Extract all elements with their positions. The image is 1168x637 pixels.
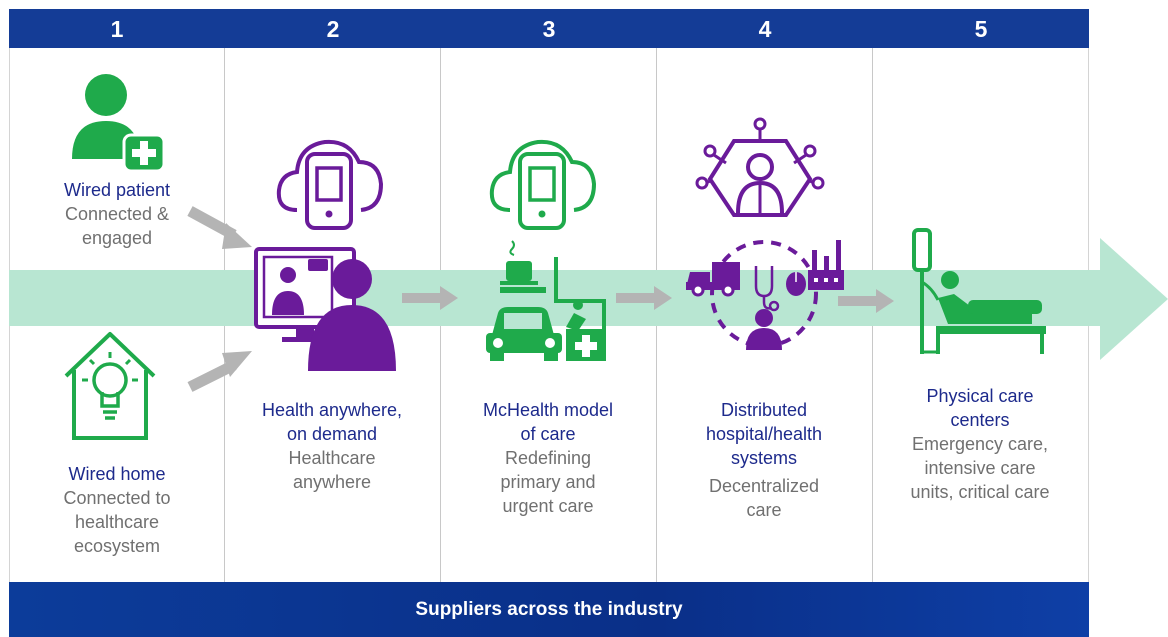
mchealth-subtitle-line: primary and bbox=[500, 472, 596, 492]
stage-number-1: 1 bbox=[110, 16, 124, 42]
mouse-icon bbox=[786, 272, 806, 296]
distributed-title-line: systems bbox=[730, 448, 797, 468]
patient-plus-icon bbox=[72, 74, 166, 173]
wired-patient-subtitle-line: engaged bbox=[81, 228, 153, 248]
hospital-bed-icon bbox=[912, 228, 1046, 354]
arrow-right-icon bbox=[402, 286, 458, 310]
physical-care-title-line: centers bbox=[950, 410, 1010, 430]
stethoscope-icon bbox=[754, 266, 780, 312]
stage-number-2: 2 bbox=[326, 16, 340, 42]
distributed-block: Distributed hospital/health systems Dece… bbox=[656, 398, 872, 522]
mchealth-subtitle-line: Redefining bbox=[504, 448, 592, 468]
physical-care-subtitle-line: Emergency care, bbox=[911, 434, 1049, 454]
distributed-subtitle-line: Decentralized bbox=[708, 476, 820, 496]
distributed-title-line: Distributed bbox=[720, 400, 808, 420]
cloud-phone-icon bbox=[489, 139, 597, 230]
arrow-right-up-icon bbox=[187, 351, 252, 392]
physical-care-title-line: Physical care bbox=[926, 386, 1034, 406]
stage-number-3: 3 bbox=[542, 16, 556, 42]
mchealth-title-line: McHealth model bbox=[482, 400, 614, 420]
physical-care-subtitle-line: units, critical care bbox=[910, 482, 1050, 502]
mchealth-title-line: of care bbox=[520, 424, 576, 444]
stage-header: 1 2 3 4 5 bbox=[9, 9, 1089, 48]
wired-patient-title: Wired patient bbox=[63, 180, 171, 200]
mchealth-block: McHealth model of care Redefining primar… bbox=[440, 398, 656, 518]
arrow-right-down-icon bbox=[187, 206, 252, 249]
health-anywhere-title-line: on demand bbox=[286, 424, 378, 444]
telehealth-video-icon bbox=[254, 247, 396, 371]
distributed-title-line: hospital/health bbox=[705, 424, 823, 444]
wired-home-subtitle-line: Connected to bbox=[63, 488, 171, 508]
stage-number-5: 5 bbox=[974, 16, 988, 42]
mchealth-care-icon bbox=[486, 240, 606, 361]
truck-icon bbox=[686, 262, 740, 297]
doctor-network-icon bbox=[695, 117, 825, 217]
physical-care-block: Physical care centers Emergency care, in… bbox=[872, 384, 1088, 504]
arrow-right-icon bbox=[616, 286, 672, 310]
flow-arrowhead-icon bbox=[1100, 238, 1168, 360]
health-anywhere-subtitle-line: Healthcare bbox=[288, 448, 376, 468]
wired-home-subtitle-line: ecosystem bbox=[73, 536, 161, 556]
person-icon bbox=[746, 309, 782, 350]
wired-patient-subtitle-line: Connected & bbox=[64, 204, 170, 224]
mchealth-subtitle-line: urgent care bbox=[502, 496, 594, 516]
wired-home-title: Wired home bbox=[68, 464, 166, 484]
distributed-subtitle-line: care bbox=[746, 500, 782, 520]
cloud-phone-icon bbox=[276, 139, 384, 230]
clinic-icon bbox=[554, 257, 606, 361]
wired-home-subtitle-line: healthcare bbox=[74, 512, 160, 532]
suppliers-footer: Suppliers across the industry bbox=[9, 582, 1089, 637]
car-icon bbox=[486, 307, 562, 361]
wired-patient-block: Wired patient Connected & engaged bbox=[9, 178, 225, 250]
arrow-right-icon bbox=[838, 289, 894, 313]
smart-home-bulb-icon bbox=[64, 332, 156, 440]
health-anywhere-block: Health anywhere, on demand Healthcare an… bbox=[224, 398, 440, 494]
health-anywhere-subtitle-line: anywhere bbox=[292, 472, 372, 492]
coffee-icon bbox=[500, 240, 538, 285]
stage-number-4: 4 bbox=[758, 16, 772, 42]
health-anywhere-title-line: Health anywhere, bbox=[261, 400, 403, 420]
wired-home-block: Wired home Connected to healthcare ecosy… bbox=[9, 462, 225, 558]
footer-label: Suppliers across the industry bbox=[415, 599, 683, 620]
physical-care-subtitle-line: intensive care bbox=[924, 458, 1036, 478]
distributed-system-icon bbox=[686, 240, 844, 350]
factory-icon bbox=[808, 240, 844, 290]
